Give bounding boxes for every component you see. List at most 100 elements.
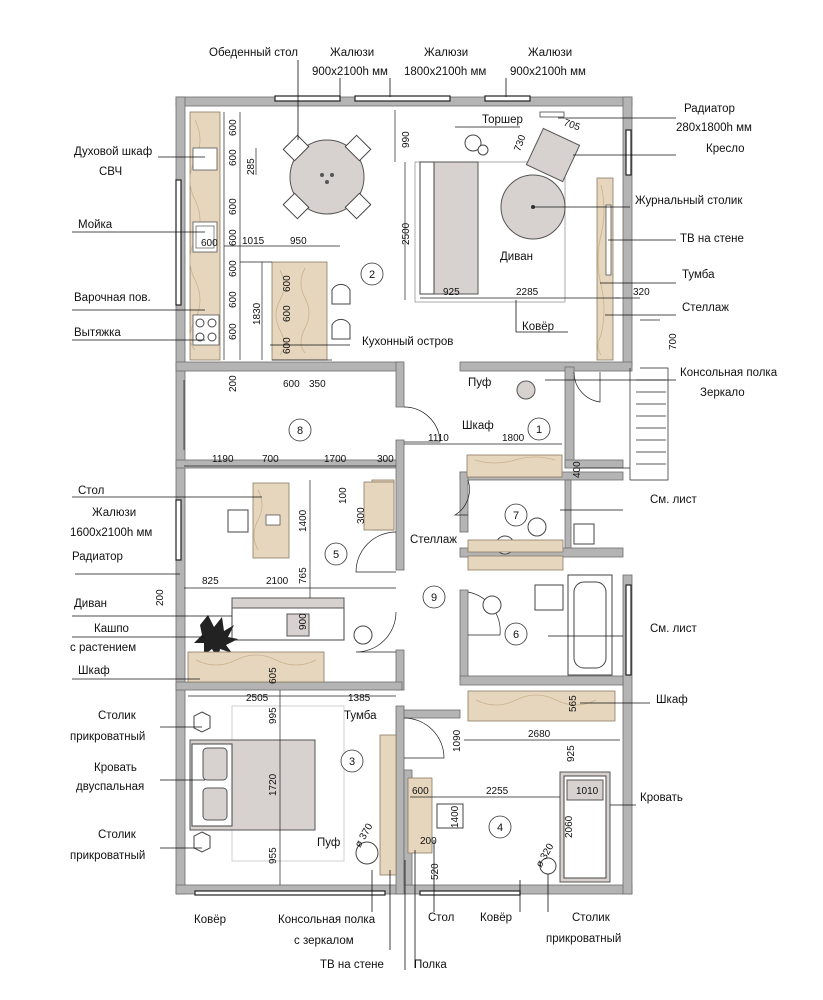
dim-text: 2500: [401, 222, 412, 245]
label-hob: Варочная пов.: [74, 292, 151, 304]
label-blinds-1-size: 900х2100h мм: [312, 66, 388, 78]
label-nightstand-1b: прикроватный: [70, 731, 145, 743]
label-rug-bottom-right: Ковёр: [480, 912, 512, 924]
dim-text: 300: [377, 454, 394, 465]
room-number-2: 2: [369, 269, 375, 281]
dim-text: 2285: [516, 287, 539, 298]
study-furniture: [187, 481, 395, 683]
dim-text: 320: [633, 287, 650, 298]
dim-text: 520: [430, 863, 441, 880]
dim-text: 600: [282, 337, 293, 354]
label-blinds-2-size: 1800х2100h мм: [404, 66, 486, 78]
dim-text: 1385: [348, 693, 371, 704]
label-floor-lamp: Торшер: [482, 114, 523, 126]
label-radiator-left: Радиатор: [72, 551, 123, 563]
label-blinds-3-size: 900х2100h мм: [510, 66, 586, 78]
dim-text: 600: [201, 238, 218, 249]
dim-text: 400: [572, 461, 583, 478]
room-number-5: 5: [333, 549, 339, 561]
dim-text: 600: [228, 291, 239, 308]
label-desk-bottom: Стол: [428, 912, 454, 924]
dim-text: 1190: [212, 454, 234, 465]
dim-text: 955: [268, 847, 279, 864]
label-nightstand-1a: Столик: [98, 710, 137, 722]
dim-text: 600: [228, 260, 239, 277]
label-console-mirror-a: Консольная полка: [278, 914, 376, 926]
dim-text: 2505: [246, 693, 269, 704]
label-sink: Мойка: [78, 219, 113, 231]
label-blinds-3: Жалюзи: [528, 47, 572, 59]
label-wardrobe-hall: Шкаф: [462, 420, 494, 432]
dim-text: 700: [262, 454, 279, 465]
dim-text: 1830: [252, 302, 263, 325]
dimension-lines: [184, 110, 660, 885]
dim-text: 2255: [486, 786, 509, 797]
room-4-furniture: [407, 771, 611, 883]
label-coffee-table: Журнальный столик: [635, 195, 743, 207]
dim-text: 925: [443, 287, 460, 298]
label-double-bed-a: Кровать: [94, 762, 137, 774]
dim-text: 2680: [528, 729, 551, 740]
dim-text: 350: [309, 379, 326, 390]
dim-text: 700: [668, 333, 679, 350]
dim-text: 2060: [564, 815, 575, 838]
label-pouf-3: Пуф: [317, 837, 340, 849]
label-blinds-1: Жалюзи: [330, 47, 374, 59]
dim-text: 200: [420, 836, 437, 847]
dim-text: 600: [228, 323, 239, 340]
dim-text: 1700: [324, 454, 347, 465]
room-number-4: 4: [497, 822, 503, 834]
dim-text: 100: [338, 487, 349, 504]
dim-text: 605: [268, 667, 279, 684]
label-armchair: Кресло: [706, 143, 744, 155]
dim-text: 1090: [452, 729, 463, 752]
label-dining-table: Обеденный стол: [209, 47, 298, 59]
label-nightstand-3b: прикроватный: [546, 933, 621, 945]
dim-text: 600: [228, 149, 239, 166]
dim-text: 565: [568, 695, 579, 712]
dim-text: 1800: [502, 433, 525, 444]
kitchen-island: [271, 261, 351, 361]
dim-text: 1720: [268, 773, 279, 796]
label-tv-top: ТВ на стене: [680, 233, 744, 245]
label-with-plant: с растением: [70, 642, 136, 654]
label-wardrobe-study: Шкаф: [78, 665, 110, 677]
dim-text: 1015: [242, 236, 265, 247]
dim-text: 300: [356, 507, 367, 524]
room-number-1: 1: [536, 424, 542, 436]
label-shelf: Полка: [414, 959, 447, 971]
room-number-8: 8: [297, 425, 303, 437]
label-kitchen-island: Кухонный остров: [362, 336, 453, 348]
dimension-numbers: 600 600 2 8 5 600 600 600 600 600 600 1015…: [155, 117, 679, 880]
dim-text: 765: [298, 567, 309, 584]
dim-text: 995: [268, 707, 279, 724]
label-console-shelf: Консольная полка: [680, 367, 778, 379]
label-hood: Вытяжка: [74, 327, 121, 339]
dim-text: 1400: [298, 509, 309, 532]
dim-text: 200: [155, 589, 166, 606]
label-microwave: СВЧ: [99, 166, 122, 178]
bedroom-3-furniture: [189, 705, 397, 876]
label-blinds-2: Жалюзи: [424, 47, 468, 59]
label-pouf-hall: Пуф: [468, 377, 491, 389]
dim-text: 990: [401, 131, 412, 148]
bathroom-fixtures: [467, 517, 616, 722]
dim-text: 600: [282, 305, 293, 322]
label-console-mirror-b: с зеркалом: [294, 935, 354, 947]
label-rug-living: Ковёр: [522, 321, 554, 333]
dim-text: 1010: [576, 786, 599, 797]
dim-text: 600: [412, 786, 429, 797]
dim-text: 1400: [450, 805, 461, 828]
dim-text: 600: [228, 119, 239, 136]
kitchen-counter: [189, 111, 221, 361]
dim-text: 200: [228, 375, 239, 392]
dim-text: 900: [298, 613, 309, 630]
dim-text: 600: [228, 198, 239, 215]
label-tumba-3: Тумба: [344, 710, 377, 722]
label-tv-stand: Тумба: [682, 269, 715, 281]
label-see-sheet-2: См. лист: [650, 623, 697, 635]
label-sofa-living: Диван: [500, 251, 533, 263]
label-tv-bottom: ТВ на стене: [320, 959, 384, 971]
dim-text: 705: [562, 117, 582, 133]
